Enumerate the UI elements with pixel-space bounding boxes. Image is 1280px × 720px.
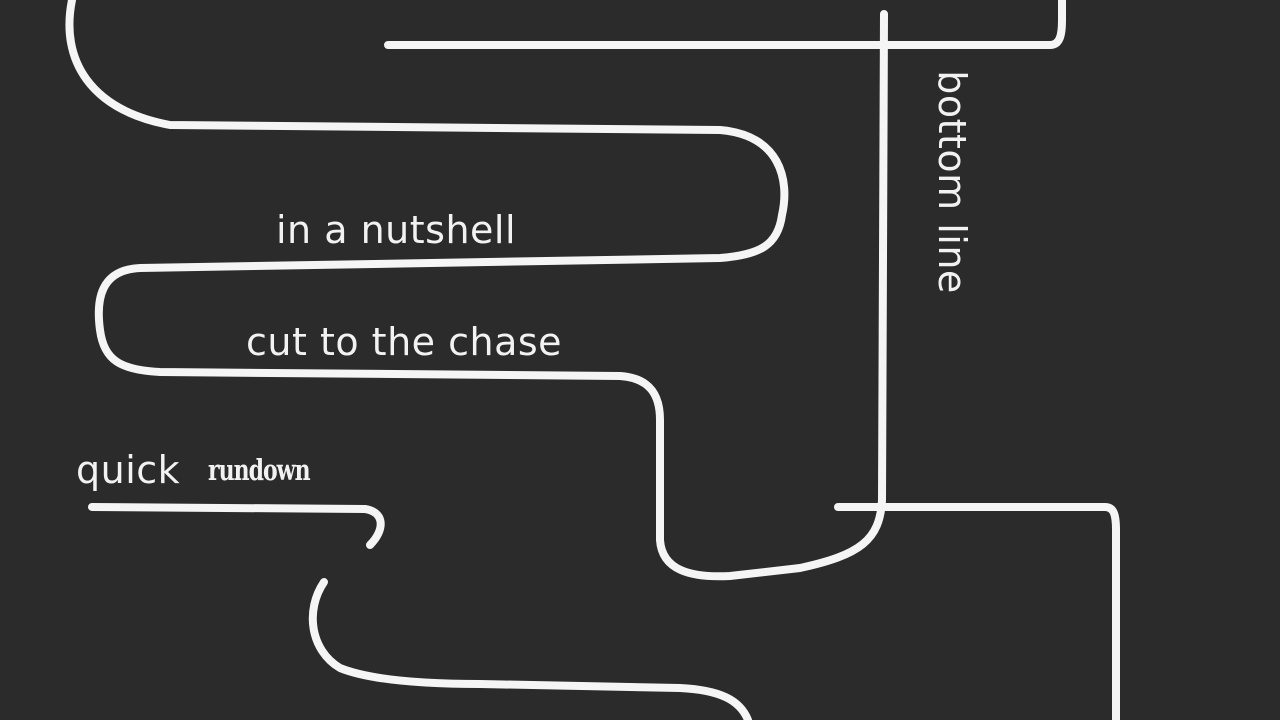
line-bottom-curve [308,578,752,720]
phrase-quick: quick [76,448,181,492]
line-top-serpentine [65,0,888,581]
phrase-rundown: rundown [208,454,311,488]
line-top-right [384,0,1066,49]
line-quick-underline [88,503,385,549]
phrase-cut-to-the-chase: cut to the chase [246,320,563,364]
phrase-in-a-nutshell: in a nutshell [276,208,517,252]
line-right-bracket [834,503,1120,720]
phrase-bottom-line: bottom line [929,70,974,294]
